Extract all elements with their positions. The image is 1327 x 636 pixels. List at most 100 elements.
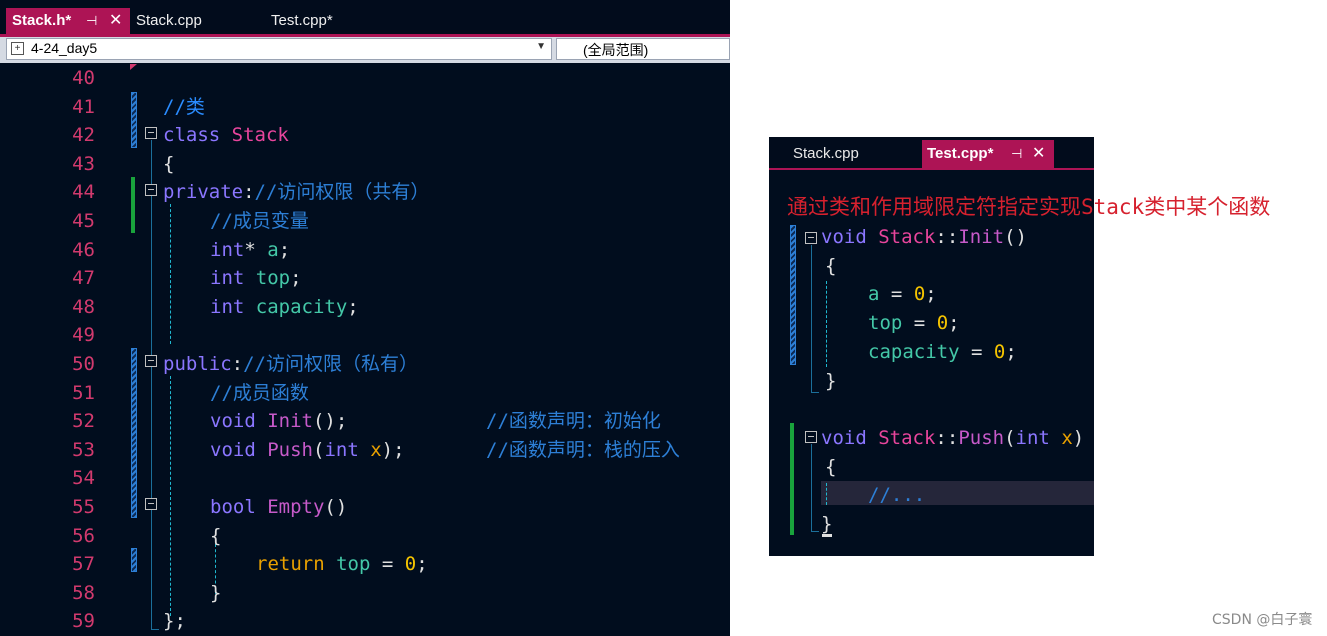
navigation-bar: + 4-24_day5 ▼ (全局范围) xyxy=(0,37,730,63)
code-line: void Push(int x); xyxy=(210,438,405,461)
tab-label: Stack.h* xyxy=(12,12,72,29)
indent-guide xyxy=(170,376,171,616)
tab-label: Test.cpp* xyxy=(271,12,333,29)
chevron-down-icon[interactable]: ▼ xyxy=(536,41,546,52)
code-line: { xyxy=(163,152,175,175)
code-line: } xyxy=(210,581,222,604)
current-line-highlight xyxy=(821,481,1094,506)
tab-accent-line xyxy=(769,168,1094,170)
tab-test-cpp[interactable]: Test.cpp* xyxy=(271,8,333,34)
line-number: 56 xyxy=(72,524,95,547)
scope-dropdown[interactable]: (全局范围) xyxy=(556,38,730,60)
line-number: 44 xyxy=(72,181,95,204)
text-cursor xyxy=(822,534,832,537)
saved-change-marker xyxy=(131,177,135,233)
code-line: a = 0; xyxy=(868,283,937,306)
saved-change-marker xyxy=(790,423,794,535)
code-line: return top = 0; xyxy=(256,553,428,576)
indent-guide xyxy=(170,204,171,344)
tab-label: Stack.cpp xyxy=(136,12,202,29)
line-number: 40 xyxy=(72,67,95,89)
change-marker xyxy=(131,348,137,518)
code-line: { xyxy=(825,455,837,478)
code-line: } xyxy=(821,513,833,535)
code-line: private://访问权限（共有） xyxy=(163,181,430,204)
code-line: int capacity; xyxy=(210,295,359,318)
code-line: } xyxy=(825,369,837,392)
collapse-icon[interactable] xyxy=(145,498,157,510)
tab-stack-cpp[interactable]: Stack.cpp xyxy=(136,8,202,34)
outline-guide xyxy=(811,444,812,532)
code-line: //类 xyxy=(163,95,205,118)
line-number: 42 xyxy=(72,124,95,147)
line-number: 59 xyxy=(72,610,95,633)
line-number: 50 xyxy=(72,353,95,375)
code-line: //成员函数 xyxy=(210,381,309,404)
code-line: { xyxy=(825,254,837,277)
change-marker xyxy=(131,548,137,572)
project-name: 4-24_day5 xyxy=(31,40,98,56)
code-line: { xyxy=(210,524,222,547)
line-number: 53 xyxy=(72,438,95,461)
code-comment: //函数声明：栈的压入 xyxy=(486,438,680,461)
collapse-icon[interactable] xyxy=(805,431,817,443)
code-line: void Init(); xyxy=(210,410,348,433)
line-number: 43 xyxy=(72,152,95,175)
collapse-icon[interactable] xyxy=(145,184,157,196)
collapse-icon[interactable] xyxy=(145,127,157,139)
tab-test-cpp[interactable]: Test.cpp* ⊣ ✕ xyxy=(922,140,1054,168)
line-number: 49 xyxy=(72,324,95,347)
tab-label: Test.cpp* xyxy=(927,145,994,162)
collapse-icon[interactable] xyxy=(145,355,157,367)
code-line: void Stack::Push(int x) xyxy=(821,426,1085,449)
right-tab-bar: Stack.cpp Test.cpp* ⊣ ✕ xyxy=(769,137,1094,168)
pin-icon[interactable]: ⊣ xyxy=(86,13,98,28)
code-line: int* a; xyxy=(210,238,291,261)
scope-name: (全局范围) xyxy=(583,42,649,58)
code-comment: //函数声明：初始化 xyxy=(486,410,661,433)
project-icon: + xyxy=(11,42,24,55)
line-number: 45 xyxy=(72,210,95,232)
line-number: 41 xyxy=(72,95,95,118)
outline-guide xyxy=(151,140,152,630)
tab-stack-cpp[interactable]: Stack.cpp xyxy=(793,145,859,162)
change-marker xyxy=(131,92,137,148)
code-line: public://访问权限（私有） xyxy=(163,353,418,375)
line-number: 52 xyxy=(72,410,95,433)
change-marker xyxy=(790,225,796,365)
code-line: bool Empty() xyxy=(210,496,348,518)
indent-guide xyxy=(826,281,827,367)
bookmark-marker xyxy=(130,64,143,70)
left-editor-window: Stack.h* ⊣ ✕ Stack.cpp Test.cpp* + 4-24_… xyxy=(0,0,730,636)
code-area[interactable]: 40 41 //类 42 class Stack 43 { 44 private… xyxy=(0,64,730,636)
line-number: 46 xyxy=(72,238,95,261)
close-icon[interactable]: ✕ xyxy=(1032,145,1046,162)
close-icon[interactable]: ✕ xyxy=(109,12,123,29)
annotation-text: 通过类和作用域限定符指定实现Stack类中某个函数 xyxy=(787,195,1271,219)
outline-guide xyxy=(811,245,812,393)
code-line: capacity = 0; xyxy=(868,340,1017,363)
right-editor-window: Stack.cpp Test.cpp* ⊣ ✕ void Stack::Init… xyxy=(769,137,1094,556)
project-dropdown[interactable]: + 4-24_day5 ▼ xyxy=(6,38,552,60)
code-line: int top; xyxy=(210,267,302,290)
collapse-icon[interactable] xyxy=(805,232,817,244)
code-line: class Stack xyxy=(163,124,289,147)
line-number: 51 xyxy=(72,381,95,404)
code-line: //... xyxy=(868,484,926,507)
tab-stack-h[interactable]: Stack.h* ⊣ ✕ xyxy=(6,8,130,34)
code-line: top = 0; xyxy=(868,312,960,335)
line-number: 48 xyxy=(72,295,95,318)
line-number: 57 xyxy=(72,553,95,576)
code-line: void Stack::Init() xyxy=(821,226,1027,248)
line-number: 54 xyxy=(72,467,95,490)
code-line: }; xyxy=(163,610,186,633)
line-number: 58 xyxy=(72,581,95,604)
indent-guide xyxy=(215,544,216,594)
line-number: 47 xyxy=(72,267,95,290)
code-area[interactable]: void Stack::Init() { a = 0; top = 0; cap… xyxy=(769,223,1094,556)
code-line: //成员变量 xyxy=(210,210,309,232)
left-tab-bar: Stack.h* ⊣ ✕ Stack.cpp Test.cpp* xyxy=(0,0,730,34)
pin-icon[interactable]: ⊣ xyxy=(1011,146,1023,161)
watermark: CSDN @白子寰 xyxy=(1212,612,1313,628)
tab-accent-line xyxy=(0,34,730,37)
